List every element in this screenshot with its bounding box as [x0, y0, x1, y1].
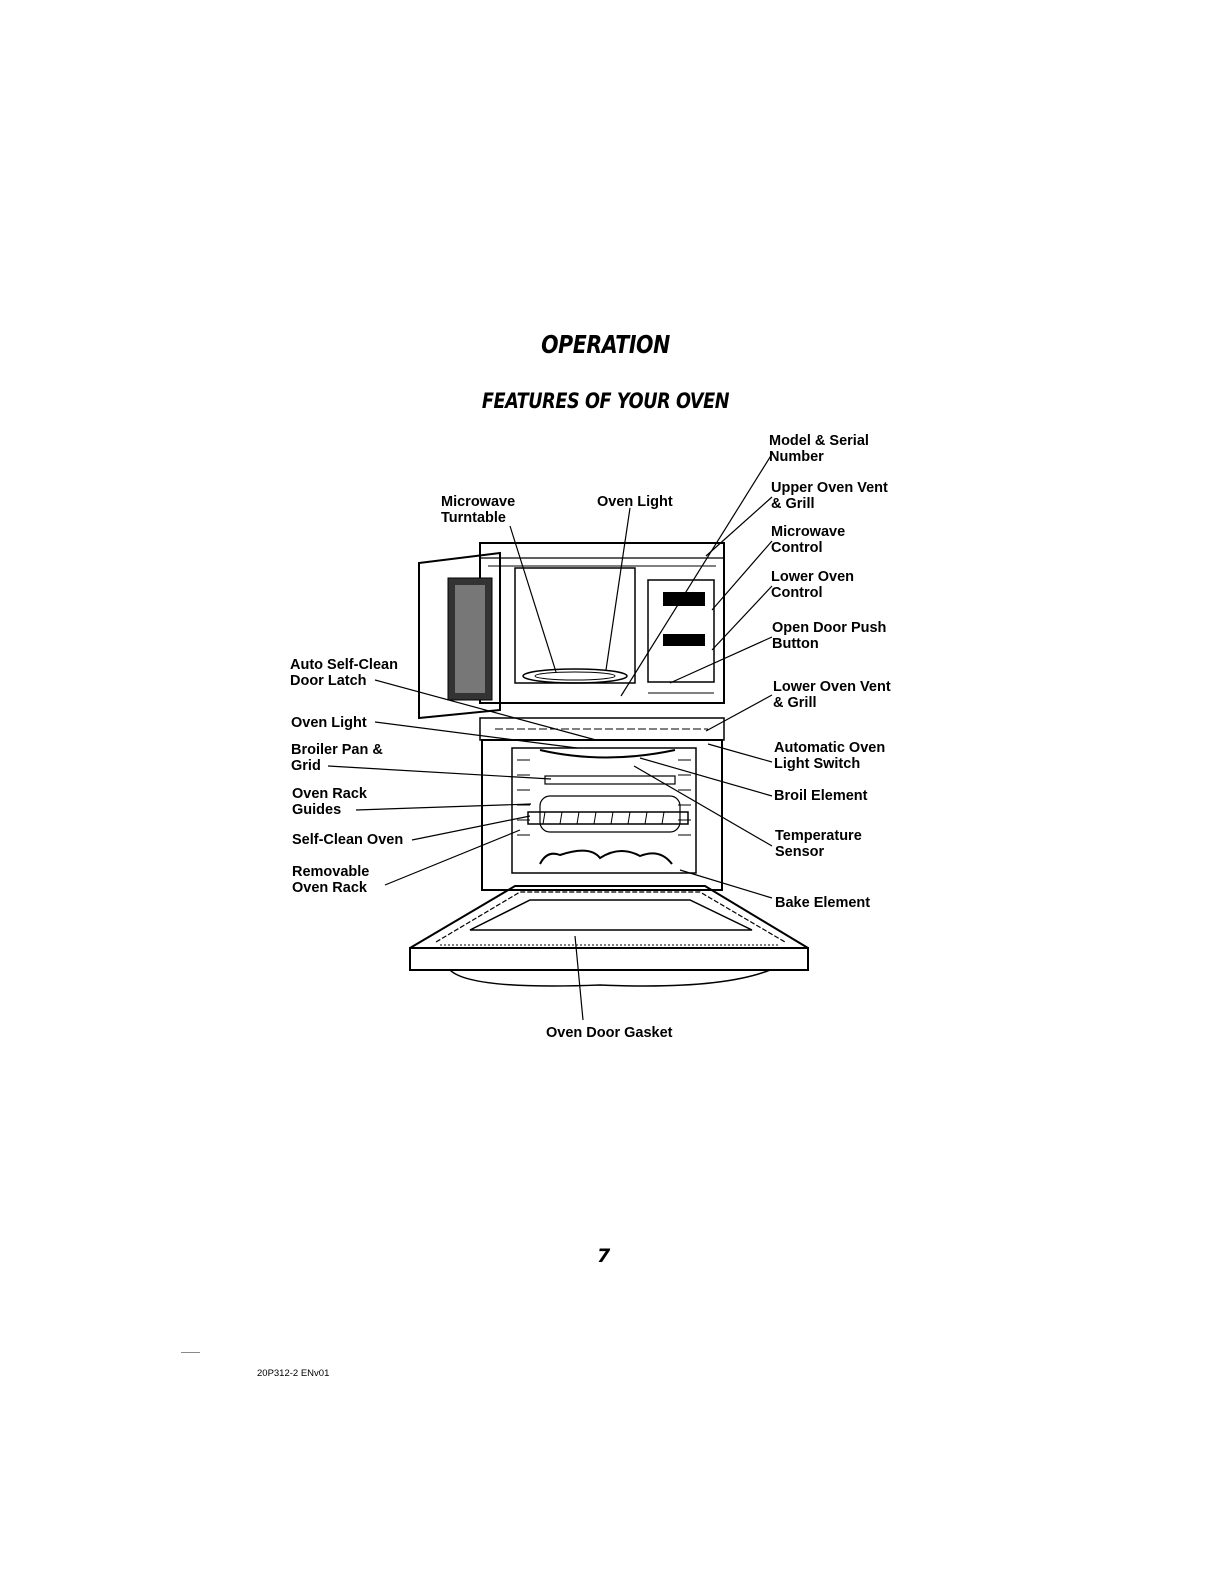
oven-rack	[527, 811, 689, 825]
page-title: OPERATION	[541, 330, 670, 359]
label-broiler-pan: Broiler Pan &Grid	[291, 742, 383, 774]
section-title: FEATURES OF YOUR OVEN	[481, 389, 730, 413]
broiler-pan	[544, 775, 676, 785]
footer-rule	[181, 1352, 200, 1353]
lower-oven-cabinet	[481, 739, 723, 891]
broil-element	[539, 749, 676, 759]
lower-oven-door	[409, 885, 809, 949]
label-bake-element: Bake Element	[775, 895, 871, 911]
label-oven-light-left: Oven Light	[291, 715, 367, 731]
label-oven-light-top: Oven Light	[597, 494, 673, 510]
microwave-control-panel	[647, 579, 715, 683]
label-broil-element: Broil Element	[774, 788, 868, 804]
label-lower-oven-vent: Lower Oven Vent& Grill	[773, 679, 891, 711]
page-number: 7	[597, 1245, 611, 1267]
label-upper-oven-vent: Upper Oven Vent& Grill	[771, 480, 888, 512]
label-oven-door-gasket: Oven Door Gasket	[546, 1025, 673, 1041]
document-code: 20P312-2 ENv01	[257, 1368, 330, 1379]
microwave-cavity	[514, 567, 636, 684]
lower-oven-cavity	[511, 747, 697, 874]
turntable	[522, 668, 628, 684]
bake-element	[539, 849, 673, 865]
label-self-clean-oven: Self-Clean Oven	[292, 832, 404, 848]
microwave-door	[418, 551, 501, 720]
